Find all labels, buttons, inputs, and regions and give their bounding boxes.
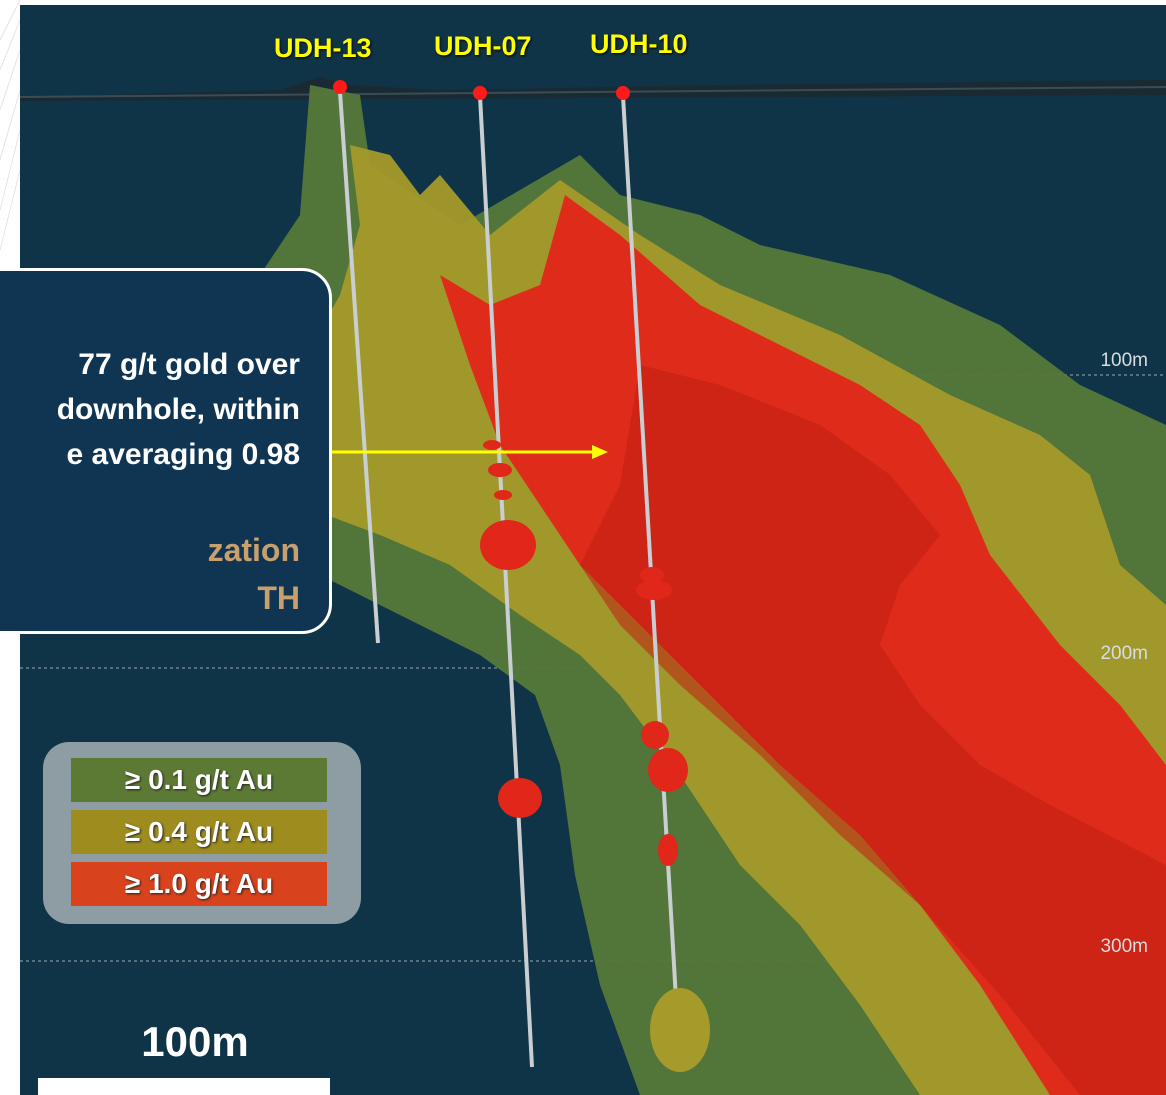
grade-pod bbox=[498, 778, 542, 818]
legend-item-mid: ≥ 0.4 g/t Au bbox=[71, 810, 327, 854]
grade-pod bbox=[488, 463, 512, 477]
grade-pod bbox=[640, 567, 664, 583]
grade-pod-mid bbox=[650, 988, 710, 1072]
callout-sub-line: TH bbox=[257, 580, 300, 616]
arrow-head bbox=[592, 445, 608, 459]
grade-pod bbox=[636, 580, 672, 600]
callout-subtext: zation TH bbox=[0, 526, 300, 622]
grade-pod bbox=[483, 440, 501, 450]
collar-udh-10 bbox=[616, 86, 630, 100]
drill-trace-udh-07 bbox=[478, 95, 534, 1068]
grade-pod bbox=[480, 520, 536, 570]
legend-item-low: ≥ 0.1 g/t Au bbox=[71, 758, 327, 802]
grade-legend: ≥ 0.1 g/t Au ≥ 0.4 g/t Au ≥ 1.0 g/t Au bbox=[43, 742, 361, 924]
callout-line: e averaging 0.98 bbox=[66, 438, 300, 471]
callout-line: downhole, within bbox=[56, 393, 300, 426]
hole-label-udh-10: UDH-10 bbox=[590, 29, 688, 59]
callout-line: 77 g/t gold over bbox=[78, 348, 300, 381]
hole-label-udh-07: UDH-07 bbox=[434, 31, 532, 61]
scale-bar bbox=[38, 1078, 330, 1095]
grade-pod bbox=[648, 748, 688, 792]
grade-pod bbox=[658, 834, 678, 866]
callout-sub-line: zation bbox=[207, 532, 300, 568]
zone-high-grade-shade bbox=[580, 365, 1166, 1095]
grade-pod bbox=[641, 721, 669, 749]
legend-item-high: ≥ 1.0 g/t Au bbox=[71, 862, 327, 906]
depth-label-100: 100m bbox=[1100, 350, 1148, 371]
scale-label: 100m bbox=[141, 1018, 249, 1065]
drill-trace-udh-13 bbox=[338, 91, 380, 644]
depth-label-300: 300m bbox=[1100, 936, 1148, 957]
callout-box bbox=[0, 268, 332, 634]
depth-label-200: 200m bbox=[1100, 643, 1148, 664]
grade-pod bbox=[494, 490, 512, 500]
collar-udh-13 bbox=[333, 80, 347, 94]
collar-udh-07 bbox=[473, 86, 487, 100]
callout-text: 77 g/t gold over downhole, within e aver… bbox=[0, 342, 300, 477]
decorative-lines bbox=[0, 0, 20, 251]
hole-label-udh-13: UDH-13 bbox=[274, 33, 372, 63]
surface-line bbox=[20, 86, 1166, 98]
